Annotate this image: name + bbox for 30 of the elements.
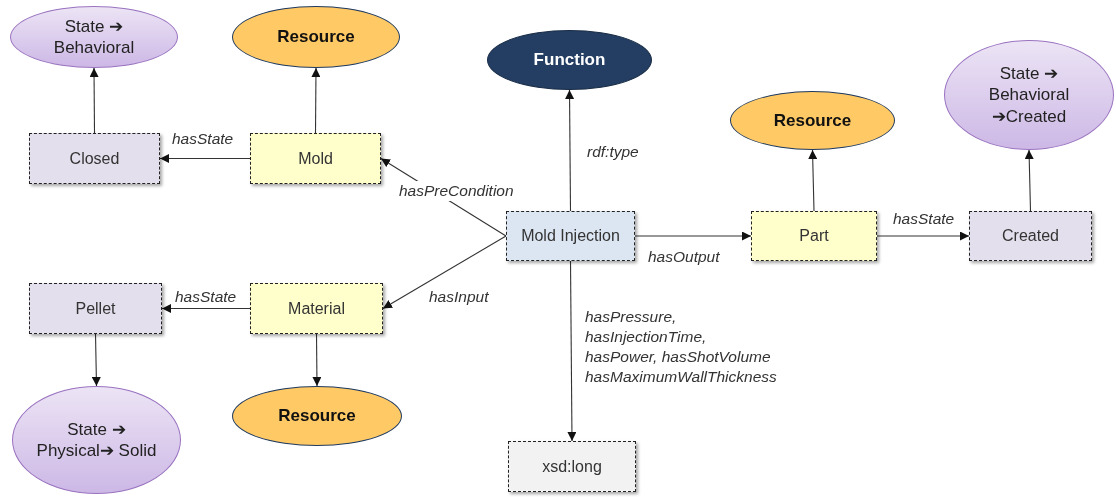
class-box: Part xyxy=(751,211,877,261)
class-box: xsd:long xyxy=(508,441,636,492)
arrow xyxy=(312,333,322,387)
edge-label: hasPreCondition xyxy=(397,181,516,202)
arrow xyxy=(311,67,321,134)
class-box: Mold Injection xyxy=(506,211,635,261)
state-ellipse: State ➔ Behavioral xyxy=(10,6,178,68)
arrow xyxy=(91,333,101,387)
class-box: Created xyxy=(969,211,1092,261)
arrow xyxy=(89,67,99,134)
arrow xyxy=(808,149,818,212)
class-box: Material xyxy=(250,283,383,334)
class-box: Mold xyxy=(250,133,381,184)
state-ellipse: State ➔ Physical➔ Solid xyxy=(12,386,181,494)
arrow xyxy=(161,304,251,313)
resource-ellipse: Resource xyxy=(232,386,402,446)
state-ellipse: State ➔ Behavioral ➔Created xyxy=(944,40,1114,150)
arrow xyxy=(567,260,577,442)
resource-ellipse: Resource xyxy=(730,91,895,150)
arrow xyxy=(565,89,575,212)
class-box: Closed xyxy=(29,133,160,184)
arrow xyxy=(382,235,507,310)
arrow xyxy=(1024,149,1034,212)
arrow xyxy=(634,231,752,241)
class-ellipse: Function xyxy=(487,30,652,90)
arrow xyxy=(876,231,970,241)
edge-label: hasPressure, hasInjectionTime, hasPower, hasShotVolume hasMaximumWallThickness xyxy=(584,307,778,388)
resource-ellipse: Resource xyxy=(232,6,400,68)
class-box: Pellet xyxy=(29,283,162,334)
arrow xyxy=(159,154,251,163)
